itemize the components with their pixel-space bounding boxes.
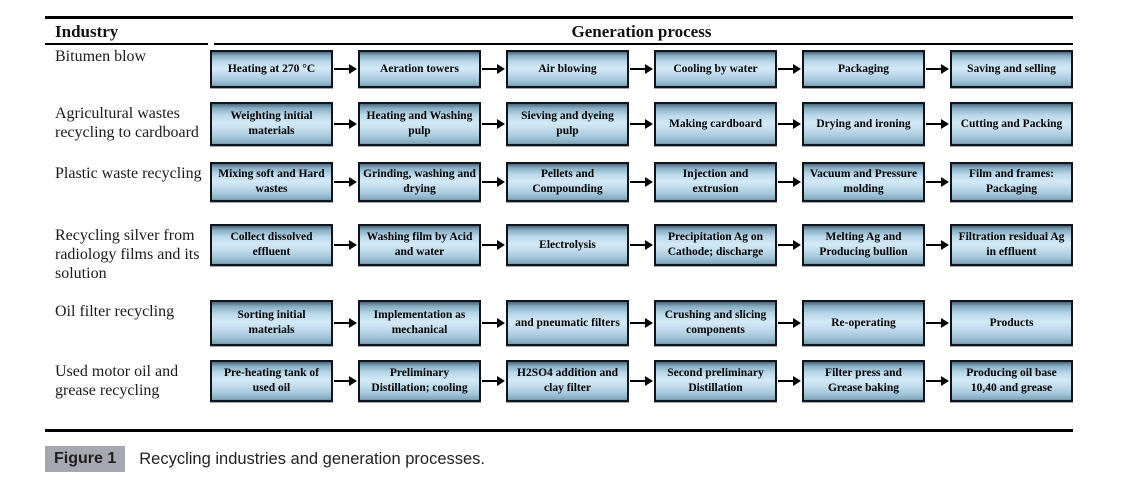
process-step-box: Implementation as mechanical <box>358 300 481 346</box>
process-step-box: Sorting initial materials <box>210 300 333 346</box>
header-generation-process: Generation process <box>571 22 712 41</box>
arrow-right-icon <box>925 240 950 250</box>
process-step-box: Mixing soft and Hard wastes <box>210 162 333 202</box>
industry-label: Used motor oil and grease recycling <box>55 363 179 399</box>
arrow-right-icon <box>777 64 802 74</box>
arrow-right-icon <box>629 376 654 386</box>
process-step-box: Weighting initial materials <box>210 102 333 146</box>
arrow-right-icon <box>481 119 506 129</box>
arrow-right-icon <box>333 318 358 328</box>
process-step-box: Injection and extrusion <box>654 162 777 202</box>
arrow-right-icon <box>333 119 358 129</box>
arrow-right-icon <box>333 240 358 250</box>
figure-label-badge: Figure 1 <box>45 446 126 472</box>
arrow-right-icon <box>481 177 506 187</box>
table-row: Agricultural wastes recycling to cardboa… <box>45 102 1073 162</box>
table-body: Bitumen blow Heating at 270 °C Aeration … <box>45 45 1073 427</box>
industry-label: Bitumen blow <box>55 48 147 65</box>
process-step-box: Vacuum and Pressure molding <box>802 162 925 202</box>
process-step-box: Making cardboard <box>654 102 777 146</box>
process-step-box: Filter press and Grease baking <box>802 360 925 402</box>
process-flow: Sorting initial materials Implementation… <box>210 300 1073 346</box>
arrow-right-icon <box>333 64 358 74</box>
arrow-right-icon <box>481 318 506 328</box>
arrow-right-icon <box>925 119 950 129</box>
figure-caption-text: Recycling industries and generation proc… <box>139 449 486 468</box>
table-header-rule <box>45 43 1073 45</box>
arrow-right-icon <box>777 177 802 187</box>
process-flow: Collect dissolved effluent Washing film … <box>210 224 1073 266</box>
process-step-box: Grinding, washing and drying <box>358 162 481 202</box>
arrow-right-icon <box>333 177 358 187</box>
process-step-box: Preliminary Distillation; cooling <box>358 360 481 402</box>
process-step-box: Filtration residual Ag in effluent <box>950 224 1073 266</box>
process-step-box: Drying and ironing <box>802 102 925 146</box>
industry-label: Agricultural wastes recycling to cardboa… <box>55 105 199 141</box>
process-step-box: Washing film by Acid and water <box>358 224 481 266</box>
industry-label: Plastic waste recycling <box>55 165 202 182</box>
header-rule-industry-segment <box>45 43 208 45</box>
process-step-box: H2SO4 addition and clay filter <box>506 360 629 402</box>
arrow-right-icon <box>925 177 950 187</box>
industry-label: Recycling silver from radiology films an… <box>55 227 200 282</box>
arrow-right-icon <box>333 376 358 386</box>
arrow-right-icon <box>629 240 654 250</box>
process-step-box: Air blowing <box>506 50 629 88</box>
process-step-box: Melting Ag and Producing bullion <box>802 224 925 266</box>
figure-caption: Figure 1 Recycling industries and genera… <box>45 446 485 472</box>
table-bottom-rule <box>45 429 1073 432</box>
arrow-right-icon <box>629 64 654 74</box>
process-step-box: Film and frames: Packaging <box>950 162 1073 202</box>
arrow-right-icon <box>925 64 950 74</box>
process-flow: Mixing soft and Hard wastes Grinding, wa… <box>210 162 1073 202</box>
arrow-right-icon <box>777 376 802 386</box>
process-flow: Heating at 270 °C Aeration towers Air bl… <box>210 50 1073 88</box>
arrow-right-icon <box>777 318 802 328</box>
header-rule-process-segment <box>214 43 1073 45</box>
process-step-box: Collect dissolved effluent <box>210 224 333 266</box>
process-step-box: Re-operating <box>802 300 925 346</box>
arrow-right-icon <box>481 376 506 386</box>
arrow-right-icon <box>777 240 802 250</box>
process-step-box: Sieving and dyeing pulp <box>506 102 629 146</box>
recycling-process-table: Industry Generation process Bitumen blow… <box>45 16 1073 432</box>
process-step-box: Second preliminary Distillation <box>654 360 777 402</box>
arrow-right-icon <box>481 64 506 74</box>
process-step-box: Precipitation Ag on Cathode; discharge <box>654 224 777 266</box>
process-step-box: Heating and Washing pulp <box>358 102 481 146</box>
arrow-right-icon <box>629 318 654 328</box>
arrow-right-icon <box>777 119 802 129</box>
table-header-row: Industry Generation process <box>45 19 1073 43</box>
arrow-right-icon <box>925 376 950 386</box>
process-step-box: Cooling by water <box>654 50 777 88</box>
table-top-rule <box>45 16 1073 19</box>
table-row: Used motor oil and grease recycling Pre-… <box>45 360 1073 427</box>
process-step-box: Heating at 270 °C <box>210 50 333 88</box>
process-step-box: Pre-heating tank of used oil <box>210 360 333 402</box>
arrow-right-icon <box>629 119 654 129</box>
process-step-box: Packaging <box>802 50 925 88</box>
table-row: Plastic waste recycling Mixing soft and … <box>45 162 1073 224</box>
process-step-box: Saving and selling <box>950 50 1073 88</box>
arrow-right-icon <box>629 177 654 187</box>
table-row: Bitumen blow Heating at 270 °C Aeration … <box>45 45 1073 102</box>
process-step-box: Crushing and slicing components <box>654 300 777 346</box>
process-step-box: Products <box>950 300 1073 346</box>
process-flow: Pre-heating tank of used oil Preliminary… <box>210 360 1073 402</box>
process-step-box: and pneumatic filters <box>506 300 629 346</box>
process-step-box: Pellets and Compounding <box>506 162 629 202</box>
arrow-right-icon <box>481 240 506 250</box>
header-industry: Industry <box>55 22 119 41</box>
process-flow: Weighting initial materials Heating and … <box>210 102 1073 146</box>
table-row: Oil filter recycling Sorting initial mat… <box>45 300 1073 360</box>
process-step-box: Cutting and Packing <box>950 102 1073 146</box>
industry-label: Oil filter recycling <box>55 303 175 320</box>
process-step-box: Producing oil base 10,40 and grease <box>950 360 1073 402</box>
process-step-box: Aeration towers <box>358 50 481 88</box>
arrow-right-icon <box>925 318 950 328</box>
process-step-box: Electrolysis <box>506 224 629 266</box>
table-row: Recycling silver from radiology films an… <box>45 224 1073 300</box>
